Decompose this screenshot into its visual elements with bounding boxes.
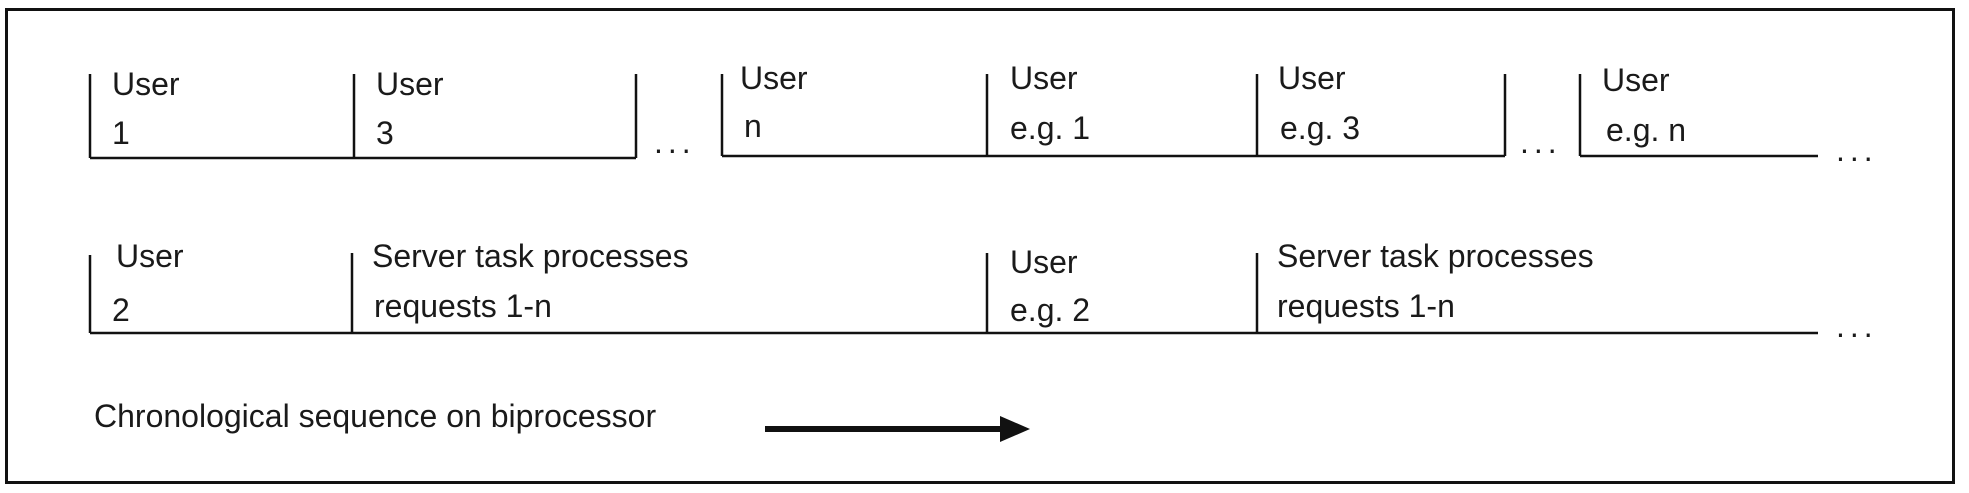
row2-cell-user-2-line2: 2 (112, 292, 130, 328)
row1-cell-user-1-line2: 1 (112, 115, 130, 151)
row2-cell-server-task-2-line2: requests 1-n (1277, 288, 1455, 324)
row2-cell-user-eg2-line1: User (1010, 244, 1078, 280)
row1-ellipsis-1: ... (654, 124, 696, 160)
row1-cell-user-eg3-line2: e.g. 3 (1280, 110, 1361, 146)
row1-cell-user-eg3-line1: User (1278, 60, 1346, 96)
row1-cell-user-eg1-line1: User (1010, 60, 1078, 96)
row1-cell-user-1-line1: User (112, 66, 180, 102)
row1-ellipsis-2: ... (1520, 124, 1562, 160)
row2-cell-server-task-1-line2: requests 1-n (374, 288, 552, 324)
row1-cell-user-3-line2: 3 (376, 115, 394, 151)
row2-cell-server-task-2-line1: Server task processes (1277, 238, 1594, 274)
row1-cell-user-n-line2: n (744, 108, 762, 144)
time-arrow-head (1000, 416, 1030, 442)
row1-cell-user-eg1-line2: e.g. 1 (1010, 110, 1091, 146)
row2-cell-server-task-1-line1: Server task processes (372, 238, 689, 274)
row1-cell-user-egn-line1: User (1602, 62, 1670, 98)
row1-ellipsis-3: ... (1836, 132, 1878, 168)
row2-cell-user-2-line1: User (116, 238, 184, 274)
diagram-frame (5, 8, 1955, 484)
timeline-caption: Chronological sequence on biprocessor (94, 398, 657, 434)
row1-cell-user-3-line1: User (376, 66, 444, 102)
row1-cell-user-n-line1: User (740, 60, 808, 96)
row2-cell-user-eg2-line2: e.g. 2 (1010, 292, 1091, 328)
row2-ellipsis: ... (1836, 308, 1878, 344)
row1-cell-user-egn-line2: e.g. n (1606, 112, 1687, 148)
